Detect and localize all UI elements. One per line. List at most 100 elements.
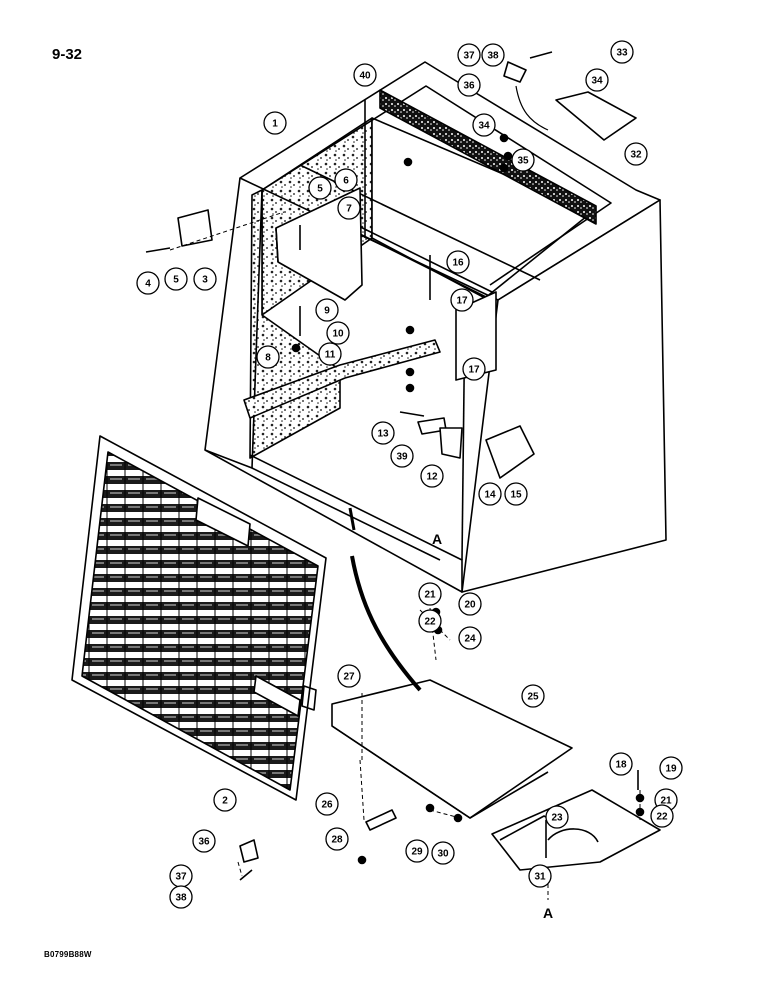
callout-circle	[315, 298, 339, 322]
lock-cable-upper	[515, 85, 549, 131]
callout-label: 38	[175, 893, 187, 904]
callout-label: 10	[332, 329, 344, 340]
callout-label: 28	[331, 835, 343, 846]
hardware-fastener	[503, 151, 513, 161]
callout-circle	[457, 43, 481, 67]
callout-label: 27	[343, 672, 355, 683]
side-bracket-upper	[455, 291, 497, 381]
callout-circle	[450, 288, 474, 312]
callout-circle	[521, 684, 545, 708]
callout-label: 34	[591, 76, 603, 87]
hardware-fastener	[357, 855, 367, 865]
hardware-fastener	[499, 163, 509, 173]
side-bracket-lower	[485, 425, 535, 479]
callout-label: 12	[426, 472, 438, 483]
lock-cable-lower	[350, 555, 422, 692]
callout-label: 26	[321, 800, 333, 811]
callout-circle	[458, 626, 482, 650]
callout-label: 40	[359, 71, 371, 82]
callout-label: 3	[202, 275, 208, 286]
callout-label: 24	[464, 634, 476, 645]
hardware-fastener	[453, 813, 463, 823]
callout-label: 22	[424, 617, 436, 628]
callout-label: 23	[551, 813, 563, 824]
base-plate	[491, 789, 661, 871]
callout-circle	[457, 73, 481, 97]
mounting-bracket-detail	[275, 225, 301, 263]
callout-circle	[371, 421, 395, 445]
callout-label: 35	[517, 156, 529, 167]
padlock-36-upper	[503, 61, 527, 83]
hardware-fastener	[405, 383, 415, 393]
callout-label: 17	[456, 296, 468, 307]
callout-label: 17	[468, 365, 480, 376]
enclosure-bottom-lip	[204, 449, 463, 593]
callout-label: 37	[463, 51, 475, 62]
key-37-upper	[529, 51, 553, 59]
callout-circle	[308, 176, 332, 200]
enclosure-left-panel	[204, 177, 263, 469]
hardware-fastener	[291, 343, 301, 353]
callout-circle	[337, 196, 361, 220]
base-plate-cutout	[547, 828, 599, 843]
callout-label: 9	[324, 306, 330, 317]
callout-label: 20	[464, 600, 476, 611]
callout-label: 4	[145, 279, 151, 290]
callout-circle	[472, 113, 496, 137]
callout-label: 13	[377, 429, 389, 440]
callout-label: 19	[665, 764, 677, 775]
callout-label: 22	[656, 812, 668, 823]
view-markers: AA	[432, 531, 553, 921]
callout-label: 30	[437, 849, 449, 860]
callout-circle	[624, 142, 648, 166]
callout-circle	[420, 464, 444, 488]
callout-label: 18	[615, 760, 627, 771]
callout-circle	[192, 829, 216, 853]
callout-label: 39	[396, 452, 408, 463]
callout-circle	[418, 582, 442, 606]
assembly-dashed-line	[359, 759, 365, 821]
callout-circle	[504, 482, 528, 506]
callout-circle	[318, 342, 342, 366]
callout-label: 36	[198, 837, 210, 848]
callout-label: 21	[424, 590, 436, 601]
callout-label: 5	[317, 184, 323, 195]
callout-circle	[325, 827, 349, 851]
callout-label: 32	[630, 150, 642, 161]
callout-label: 8	[265, 353, 271, 364]
callout-label: 38	[487, 51, 499, 62]
enclosure-bottom-edge	[251, 467, 441, 561]
callout-circle	[263, 111, 287, 135]
callout-circle	[545, 805, 569, 829]
callout-circle	[528, 864, 552, 888]
callout-circle	[610, 40, 634, 64]
callout-circle	[462, 357, 486, 381]
enclosure-top-inner-edge	[261, 85, 612, 286]
callout-label: 5	[173, 275, 179, 286]
callout-circle	[405, 839, 429, 863]
grille-label-area-lower	[253, 675, 301, 717]
callout-circle	[431, 841, 455, 865]
hardware-fastener	[403, 157, 413, 167]
callout-circle	[256, 345, 280, 369]
padlock-36-lower	[239, 839, 259, 863]
assembly-dashed-line	[429, 809, 461, 819]
line-art	[71, 51, 667, 900]
callout-circle	[353, 63, 377, 87]
page-number: 9-32	[52, 46, 83, 63]
callout-label: 15	[510, 490, 522, 501]
callout-label: 11	[325, 350, 336, 361]
grille-latch	[301, 685, 317, 711]
callout-circle	[136, 271, 160, 295]
cover-plate-32	[555, 91, 637, 141]
bottom-cover-edge	[331, 725, 549, 819]
callout-label: 37	[175, 872, 187, 883]
bracket-3	[177, 209, 213, 247]
callout-circle	[326, 321, 350, 345]
callout-circle	[511, 148, 535, 172]
hardware-fastener	[405, 325, 415, 335]
callout-circle	[164, 267, 188, 291]
